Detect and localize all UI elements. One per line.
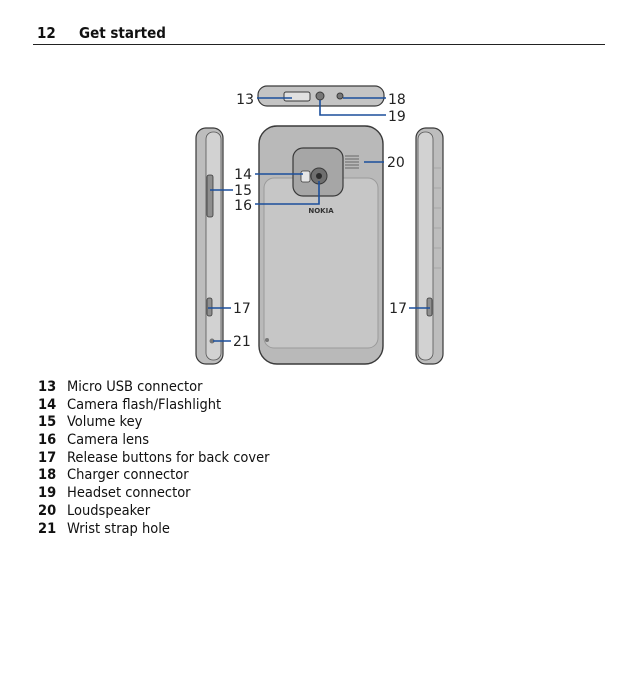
callout-label-18: 18: [388, 92, 406, 108]
legend-item: 20 Loudspeaker: [38, 503, 270, 521]
legend-item: 17 Release buttons for back cover: [38, 450, 270, 468]
chapter-title: Get started: [79, 24, 166, 42]
page-number: 12: [37, 24, 56, 42]
legend-item: 18 Charger connector: [38, 467, 270, 485]
legend-number: 20: [38, 502, 57, 519]
legend-item: 15 Volume key: [38, 414, 270, 432]
phone-back-diagram: NOKIA 1: [188, 78, 448, 370]
page-header: 12 Get started: [33, 22, 605, 45]
callout-label-20: 20: [387, 155, 405, 171]
legend-number: 15: [38, 414, 57, 431]
legend-item: 16 Camera lens: [38, 432, 270, 450]
legend-text: Camera flash/Flashlight: [67, 396, 222, 413]
legend-number: 18: [38, 467, 57, 484]
callout-label-15: 15: [234, 183, 252, 199]
legend-text: Wrist strap hole: [67, 520, 170, 537]
legend-number: 13: [38, 379, 57, 395]
phone-left-side-view: [195, 127, 224, 365]
legend-text: Camera lens: [67, 432, 150, 449]
callout-label-17-left: 17: [233, 301, 251, 317]
legend-text: Release buttons for back cover: [67, 449, 270, 466]
callout-label-19: 19: [388, 109, 406, 125]
legend-item: 21 Wrist strap hole: [38, 521, 270, 539]
callout-label-16: 16: [234, 198, 252, 214]
callout-lines: [208, 97, 430, 342]
callout-label-13: 13: [236, 92, 254, 108]
callout-label-17-right: 17: [389, 301, 407, 317]
phone-right-side-view: [415, 127, 444, 365]
phone-top-view: [257, 85, 385, 107]
legend-text: Loudspeaker: [67, 502, 151, 519]
callout-label-14: 14: [234, 167, 252, 183]
legend-number: 17: [38, 449, 57, 466]
parts-legend: 13 Micro USB connector 14 Camera flash/Fla…: [38, 379, 270, 538]
legend-number: 14: [38, 396, 57, 413]
legend-item: 13 Micro USB connector: [38, 379, 270, 397]
legend-number: 16: [38, 432, 57, 449]
legend-text: Volume key: [67, 414, 143, 431]
legend-item: 19 Headset connector: [38, 485, 270, 503]
legend-text: Headset connector: [67, 485, 191, 502]
legend-number: 21: [38, 520, 57, 537]
nokia-logo: NOKIA: [308, 207, 334, 215]
callout-label-21: 21: [233, 334, 251, 350]
legend-item: 14 Camera flash/Flashlight: [38, 397, 270, 415]
legend-number: 19: [38, 485, 57, 502]
phone-back-view: NOKIA: [258, 125, 384, 365]
legend-text: Charger connector: [67, 467, 189, 484]
legend-text: Micro USB connector: [67, 379, 203, 395]
